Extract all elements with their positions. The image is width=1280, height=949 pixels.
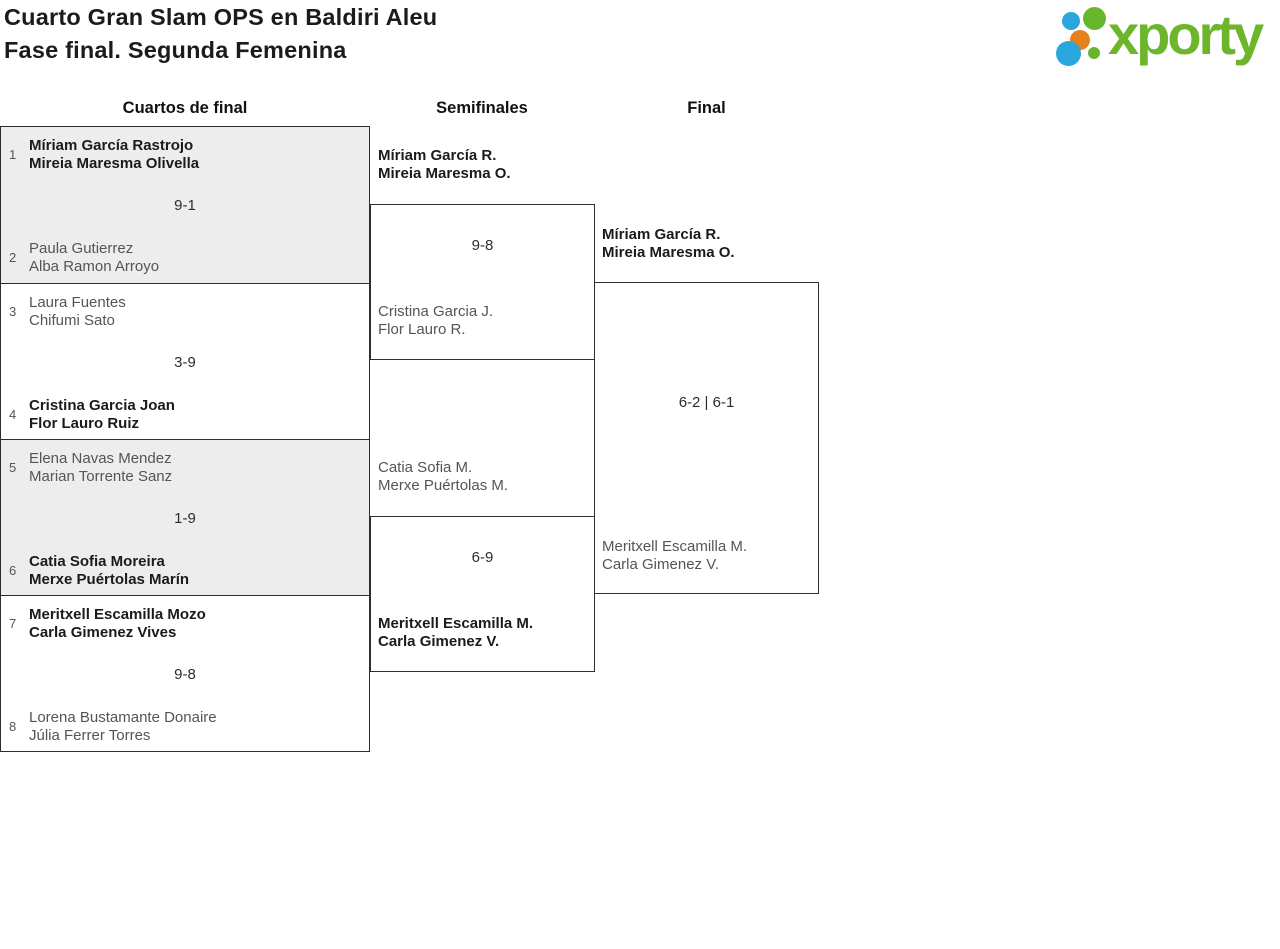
team-pair: Míriam García R. Mireia Maresma O. [602, 226, 735, 262]
team-name-line: Meritxell Escamilla M. [378, 615, 534, 632]
team-name-line: Elena Navas Mendez [29, 450, 172, 467]
team-name-line: Mireia Maresma Olivella [29, 155, 200, 172]
match-score: 9-8 [471, 237, 494, 254]
team-name-line: Cristina Garcia Joan [29, 397, 175, 414]
team-pair: Cristina Garcia Joan Flor Lauro Ruiz [29, 397, 175, 433]
seed-number: 7 [9, 615, 17, 631]
team-name-line: Carla Gimenez Vives [29, 624, 177, 641]
team-name-line: Alba Ramon Arroyo [29, 258, 160, 275]
team-name-line: Júlia Ferrer Torres [29, 727, 151, 744]
qf-match-2: 3 Laura Fuentes Chifumi Sato 3-9 4 Crist… [1, 283, 369, 439]
sf-match-2-box: 6-9 [370, 516, 595, 672]
match-score: 3-9 [174, 354, 196, 371]
team-name-line: Merxe Puértolas M. [378, 477, 509, 494]
qf-match-4: 7 Meritxell Escamilla Mozo Carla Gimenez… [1, 595, 369, 751]
team-name-line: Míriam García R. [602, 226, 721, 243]
page-title: Cuarto Gran Slam OPS en Baldiri Aleu Fas… [4, 1, 437, 67]
seed-number: 5 [9, 459, 17, 475]
team-pair: Paula Gutierrez Alba Ramon Arroyo [29, 240, 159, 276]
match-score: 1-9 [174, 510, 196, 527]
match-score: 6-2 | 6-1 [678, 394, 735, 411]
seed-number: 2 [9, 249, 17, 265]
team-name-line: Mireia Maresma O. [378, 165, 511, 182]
team-name-line: Míriam García Rastrojo [29, 137, 194, 154]
quarterfinals-column: 1 Míriam García Rastrojo Mireia Maresma … [0, 126, 370, 752]
logo-dot-blue-large-icon [1056, 41, 1081, 66]
team-pair: Elena Navas Mendez Marian Torrente Sanz [29, 450, 172, 486]
team-name-line: Laura Fuentes [29, 294, 126, 311]
team-pair: Catia Sofia M. Merxe Puértolas M. [378, 459, 508, 495]
team-name-line: Paula Gutierrez [29, 240, 134, 257]
team-pair: Laura Fuentes Chifumi Sato [29, 294, 126, 330]
team-pair: Lorena Bustamante Donaire Júlia Ferrer T… [29, 709, 217, 745]
final-match-box: 6-2 | 6-1 [594, 282, 819, 594]
team-name-line: Flor Lauro R. [378, 321, 466, 338]
seed-number: 4 [9, 406, 17, 422]
team-name-line: Flor Lauro Ruiz [29, 415, 139, 432]
team-name-line: Cristina Garcia J. [378, 303, 494, 320]
team-name-line: Merxe Puértolas Marín [29, 571, 190, 588]
team-name-line: Carla Gimenez V. [378, 633, 500, 650]
match-score: 9-8 [174, 666, 196, 683]
column-header-semifinals: Semifinales [436, 99, 528, 117]
team-name-line: Meritxell Escamilla M. [602, 538, 748, 555]
column-header-quarterfinals: Cuartos de final [122, 99, 248, 117]
team-pair: Meritxell Escamilla M. Carla Gimenez V. [378, 615, 533, 651]
team-pair: Meritxell Escamilla M. Carla Gimenez V. [602, 538, 747, 574]
phase-category: Fase final. Segunda Femenina [4, 37, 347, 63]
team-name-line: Catia Sofia Moreira [29, 553, 165, 570]
seed-number: 6 [9, 562, 17, 578]
match-score: 6-9 [471, 549, 494, 566]
xporty-logo[interactable]: xporty [1048, 2, 1276, 72]
seed-number: 8 [9, 718, 17, 734]
team-pair: Cristina Garcia J. Flor Lauro R. [378, 303, 493, 339]
team-name-line: Lorena Bustamante Donaire [29, 709, 217, 726]
team-name-line: Meritxell Escamilla Mozo [29, 606, 206, 623]
team-pair: Catia Sofia Moreira Merxe Puértolas Marí… [29, 553, 189, 589]
logo-dot-green-large-icon [1083, 7, 1106, 30]
qf-match-1: 1 Míriam García Rastrojo Mireia Maresma … [1, 127, 369, 283]
team-pair: Míriam García R. Mireia Maresma O. [378, 147, 511, 183]
match-score: 9-1 [174, 197, 196, 214]
team-pair: Míriam García Rastrojo Mireia Maresma Ol… [29, 137, 199, 173]
column-header-final: Final [687, 99, 726, 117]
team-name-line: Mireia Maresma O. [602, 244, 735, 261]
logo-dot-green-small-icon [1088, 47, 1100, 59]
seed-number: 3 [9, 303, 17, 319]
tournament-name: Cuarto Gran Slam OPS en Baldiri Aleu [4, 4, 438, 30]
team-name-line: Catia Sofia M. [378, 459, 473, 476]
team-name-line: Carla Gimenez V. [602, 556, 719, 573]
team-name-line: Míriam García R. [378, 147, 497, 164]
team-pair: Meritxell Escamilla Mozo Carla Gimenez V… [29, 606, 206, 642]
team-name-line: Chifumi Sato [29, 312, 115, 329]
team-name-line: Marian Torrente Sanz [29, 468, 173, 485]
seed-number: 1 [9, 146, 17, 162]
logo-wordmark: xporty [1108, 3, 1264, 66]
logo-dot-blue-small-icon [1062, 12, 1080, 30]
qf-match-3: 5 Elena Navas Mendez Marian Torrente San… [1, 439, 369, 595]
